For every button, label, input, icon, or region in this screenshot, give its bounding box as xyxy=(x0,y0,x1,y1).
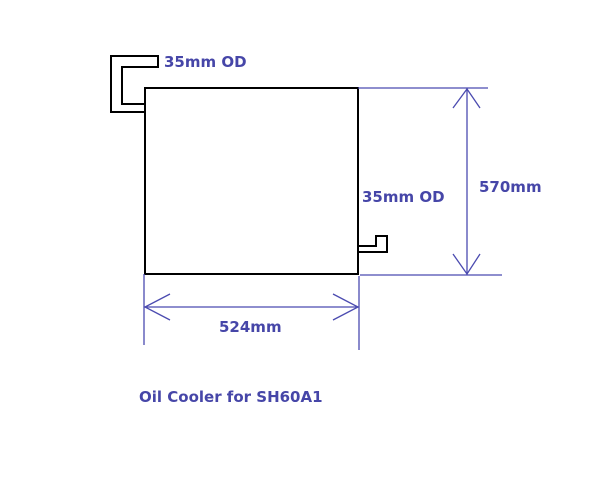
outlet-label: 35mm OD xyxy=(362,188,445,206)
inlet-label: 35mm OD xyxy=(164,53,247,71)
width-dimension xyxy=(143,274,360,350)
height-dimension xyxy=(358,87,502,276)
cooler-body xyxy=(144,87,359,275)
diagram-title: Oil Cooler for SH60A1 xyxy=(139,388,323,406)
outlet-pipe xyxy=(358,235,388,253)
inlet-pipe xyxy=(110,55,159,113)
width-label: 524mm xyxy=(219,318,282,336)
height-label: 570mm xyxy=(479,178,542,196)
